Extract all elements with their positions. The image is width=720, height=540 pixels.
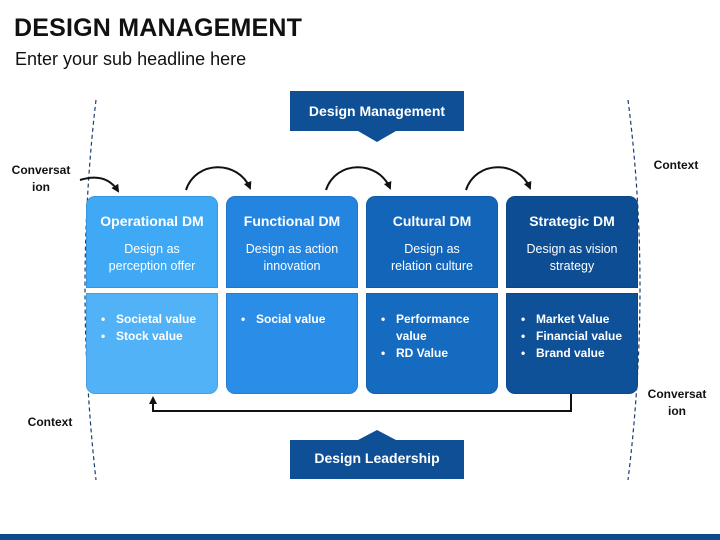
value-item: •Performance value bbox=[381, 312, 470, 343]
stage-header-card: Functional DM Design as action innovatio… bbox=[226, 196, 358, 288]
stage-title: Cultural DM bbox=[392, 213, 472, 229]
stage-title: Functional DM bbox=[243, 213, 341, 229]
stage-description: Design as relation culture bbox=[391, 242, 473, 273]
value-item: •Financial value bbox=[521, 329, 623, 343]
top-banner: Design Management bbox=[290, 91, 464, 142]
side-label-right-top: Context bbox=[653, 158, 699, 172]
stage-header-card: Operational DM Design as perception offe… bbox=[86, 196, 218, 288]
stage-values-list: •Performance value •RD Value bbox=[381, 311, 491, 362]
value-item: •Brand value bbox=[521, 346, 605, 360]
stage-values-list: •Market Value •Financial value •Brand va… bbox=[521, 311, 631, 362]
arc-arrow-2 bbox=[325, 166, 392, 191]
side-label-right-bottom: Conversat ion bbox=[647, 387, 707, 418]
stage-values-card: •Market Value •Financial value •Brand va… bbox=[506, 293, 638, 394]
side-label-left-top: Conversat ion bbox=[11, 163, 71, 194]
stage-values-list: •Social value bbox=[241, 311, 351, 328]
value-item: •Market Value bbox=[521, 312, 610, 326]
side-label-left-bottom: Context bbox=[27, 415, 73, 429]
stage-header-card: Cultural DM Design as relation culture bbox=[366, 196, 498, 288]
bottom-banner-shape bbox=[290, 430, 464, 479]
value-item: •Societal value bbox=[101, 312, 197, 326]
page-subtitle: Enter your sub headline here bbox=[15, 49, 247, 69]
footer-accent-bar bbox=[0, 534, 720, 540]
right-dashed-bracket bbox=[627, 99, 641, 481]
bullet-icon: • bbox=[101, 312, 106, 326]
top-banner-label: Design Management bbox=[308, 103, 446, 119]
arc-arrow-1 bbox=[185, 166, 252, 191]
left-dashed-bracket bbox=[84, 99, 97, 481]
bullet-icon: • bbox=[241, 312, 246, 326]
bullet-icon: • bbox=[521, 346, 526, 360]
value-item: •RD Value bbox=[381, 346, 449, 360]
value-item: •Social value bbox=[241, 312, 326, 326]
stage-title: Strategic DM bbox=[529, 213, 615, 229]
stage-description: Design as vision strategy bbox=[526, 242, 618, 273]
feedback-arrow bbox=[149, 393, 572, 412]
stage-title: Operational DM bbox=[100, 213, 204, 229]
bullet-icon: • bbox=[101, 329, 106, 343]
stage-description: Design as action innovation bbox=[245, 242, 339, 273]
page-title: DESIGN MANAGEMENT bbox=[14, 14, 303, 42]
bullet-icon: • bbox=[521, 312, 526, 326]
bullet-icon: • bbox=[381, 312, 386, 326]
bottom-banner: Design Leadership bbox=[290, 430, 464, 479]
arc-arrow-3 bbox=[465, 166, 532, 191]
bottom-banner-label: Design Leadership bbox=[314, 450, 440, 466]
stage-description: Design as perception offer bbox=[108, 242, 196, 273]
entry-arrow bbox=[79, 176, 120, 193]
stage-values-card: •Societal value •Stock value bbox=[86, 293, 218, 394]
bullet-icon: • bbox=[521, 329, 526, 343]
stage-values-list: •Societal value •Stock value bbox=[101, 311, 211, 345]
stage-header-card: Strategic DM Design as vision strategy bbox=[506, 196, 638, 288]
top-banner-shape bbox=[290, 91, 464, 142]
stage-values-card: •Performance value •RD Value bbox=[366, 293, 498, 394]
bullet-icon: • bbox=[381, 346, 386, 360]
stage-values-card: •Social value bbox=[226, 293, 358, 394]
value-item: •Stock value bbox=[101, 329, 183, 343]
